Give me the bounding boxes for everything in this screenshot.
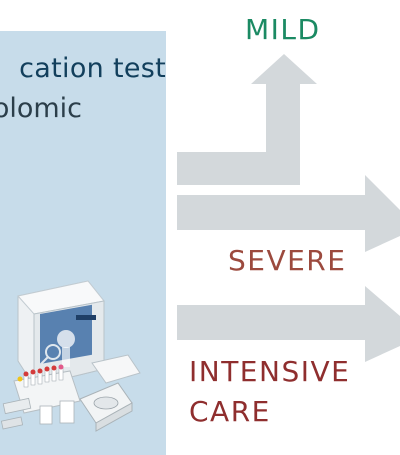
mild-up-arrow	[177, 54, 317, 185]
test-info-panel: cation test olomic	[0, 31, 166, 455]
intensive-care-label-line1: INTENSIVE	[189, 355, 351, 388]
test-kit-illustration	[0, 280, 141, 432]
panel-subtitle: olomic	[0, 93, 82, 124]
severe-label: SEVERE	[228, 244, 347, 277]
mild-label: MILD	[245, 13, 321, 46]
intensive-care-right-arrow	[177, 286, 400, 362]
intensive-care-label-line2: CARE	[189, 395, 271, 428]
severe-right-arrow	[177, 175, 400, 252]
panel-title: cation test	[19, 53, 166, 84]
